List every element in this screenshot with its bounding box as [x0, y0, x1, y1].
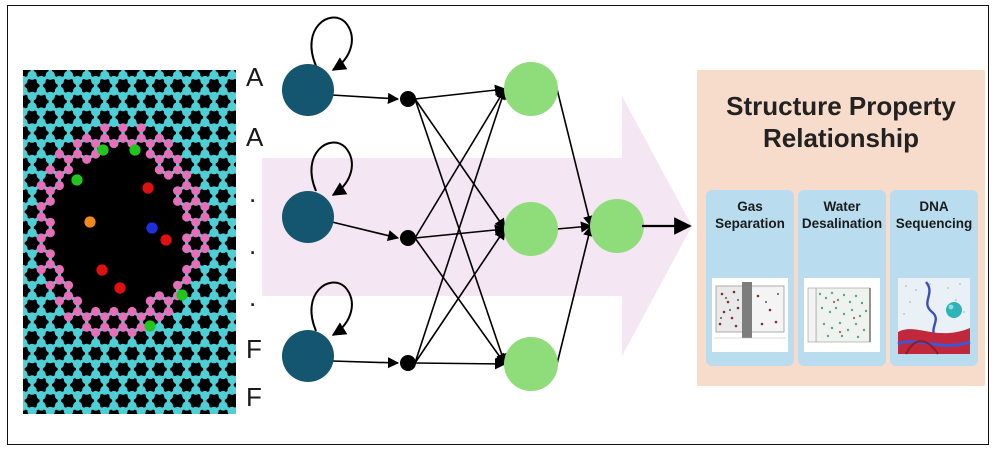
dna-sequencing-box: DNA Sequencing [890, 190, 978, 366]
sequence-label-dot-1: . [249, 178, 257, 208]
output-edge [556, 224, 595, 365]
input-edge [331, 92, 400, 104]
output-node [590, 199, 644, 253]
dense-edge [414, 84, 507, 100]
recurrent-node [282, 64, 334, 116]
water-desalination-simulation-image [804, 278, 880, 352]
water-desalination-line-2: Desalination [801, 216, 883, 231]
hidden-node [504, 337, 558, 391]
sequence-label-6: F [246, 334, 262, 364]
sequence-label-2: A [246, 122, 264, 152]
gas-separation-line-1: Gas [737, 199, 763, 214]
background-flow-arrow [262, 96, 692, 356]
sequence-label-7: F [246, 382, 262, 412]
recurrent-node [282, 330, 334, 382]
panel-title-line-1: Structure Property [726, 91, 956, 121]
recurrent-node [282, 191, 334, 243]
output-edge [556, 88, 595, 228]
structure-property-panel: Structure Property Relationship Gas Sepa… [697, 70, 985, 386]
dense-edge [414, 88, 506, 239]
dense-edge [414, 224, 507, 239]
network-nodes [282, 62, 644, 391]
gas-separation-label: Gas Separation [706, 198, 794, 232]
dense-edge [414, 98, 508, 366]
water-desalination-box: Water Desalination [798, 190, 886, 366]
dna-sequencing-line-2: Sequencing [895, 216, 973, 231]
hidden-node [504, 202, 558, 256]
water-desalination-line-1: Water [823, 199, 861, 214]
dna-sequencing-label: DNA Sequencing [890, 198, 978, 232]
figure-frame [7, 5, 989, 445]
gas-separation-line-2: Separation [715, 216, 785, 231]
network-edges [331, 84, 595, 370]
gas-separation-box: Gas Separation [706, 190, 794, 366]
water-desalination-label: Water Desalination [798, 198, 886, 232]
input-edge [331, 221, 400, 242]
hidden-node [504, 62, 558, 116]
dense-edge [414, 87, 508, 364]
dna-sequencing-line-1: DNA [919, 199, 949, 214]
panel-title: Structure Property Relationship [697, 90, 985, 154]
embedding-node [400, 91, 416, 107]
embedding-node [400, 355, 416, 371]
input-edge [331, 357, 400, 369]
sequence-label-dot-2: . [249, 230, 257, 260]
sequence-label-1: A [246, 62, 264, 92]
dense-edge [414, 228, 506, 364]
self-loops [310, 16, 353, 336]
panel-title-line-2: Relationship [762, 123, 919, 153]
graphene-nanopore-image [23, 70, 236, 414]
embedding-node [400, 230, 416, 246]
dense-edge [414, 237, 506, 365]
sequence-label-dot-3: . [249, 282, 257, 312]
gas-separation-simulation-image [712, 278, 788, 352]
dense-edge [414, 358, 507, 370]
dna-sequencing-simulation-image [897, 278, 971, 355]
